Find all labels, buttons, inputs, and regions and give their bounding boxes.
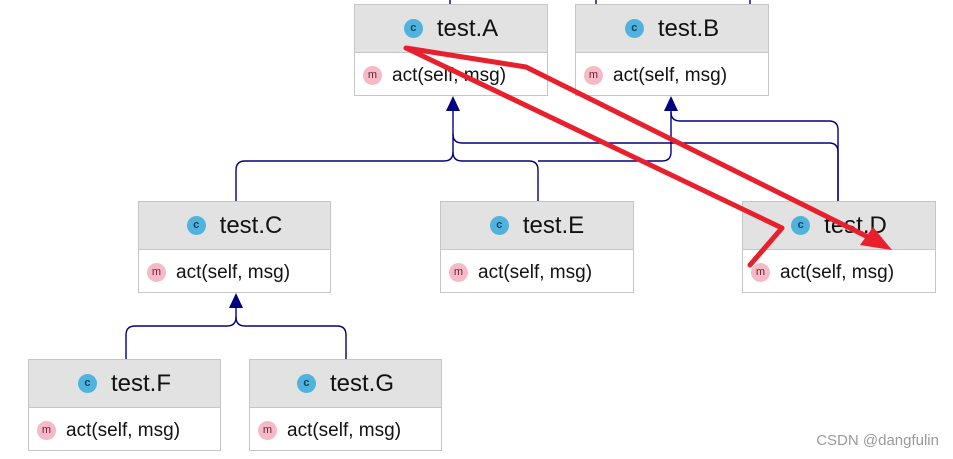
class-icon: c (77, 374, 97, 393)
edge-g-to-c (235, 316, 347, 359)
class-name: test.A (436, 14, 499, 42)
method-row[interactable]: m act(self, msg) (576, 53, 768, 98)
method-row[interactable]: m act(self, msg) (355, 53, 547, 98)
class-name: test.G (329, 369, 395, 397)
method-icon: m (258, 421, 277, 440)
class-name: test.F (110, 369, 171, 397)
method-signature: act(self, msg) (66, 419, 181, 441)
class-header: c test.G (250, 360, 441, 408)
class-icon: c (186, 216, 206, 235)
class-icon: c (791, 216, 811, 235)
class-header: c test.E (441, 202, 633, 250)
method-icon: m (449, 263, 468, 282)
method-signature: act(self, msg) (176, 261, 291, 283)
edge-c-to-a (235, 110, 454, 201)
class-box-test-G[interactable]: c test.G m act(self, msg) (249, 359, 442, 451)
class-box-test-B[interactable]: c test.B m act(self, msg) (575, 4, 769, 96)
class-box-test-A[interactable]: c test.A m act(self, msg) (354, 4, 548, 96)
class-box-test-C[interactable]: c test.C m act(self, msg) (138, 201, 331, 293)
class-icon: c (624, 19, 644, 38)
method-icon: m (147, 263, 166, 282)
class-header: c test.C (139, 202, 330, 250)
edge-e-to-a (452, 151, 539, 201)
method-row[interactable]: m act(self, msg) (441, 250, 633, 295)
class-box-test-F[interactable]: c test.F m act(self, msg) (28, 359, 221, 451)
class-header: c test.A (355, 5, 547, 53)
class-box-test-E[interactable]: c test.E m act(self, msg) (440, 201, 634, 293)
edge-arrowhead-a (446, 96, 460, 111)
method-row[interactable]: m act(self, msg) (743, 250, 935, 295)
edge-arrowhead-c (229, 293, 243, 308)
method-signature: act(self, msg) (392, 64, 507, 86)
watermark: CSDN @dangfulin (816, 432, 939, 449)
class-box-test-D[interactable]: c test.D m act(self, msg) (742, 201, 936, 293)
method-icon: m (37, 421, 56, 440)
class-name: test.D (824, 211, 887, 239)
method-icon: m (584, 66, 603, 85)
method-icon: m (363, 66, 382, 85)
method-row[interactable]: m act(self, msg) (29, 408, 220, 453)
class-name: test.E (522, 211, 585, 239)
method-signature: act(self, msg) (780, 261, 895, 283)
method-row[interactable]: m act(self, msg) (139, 250, 330, 295)
class-icon: c (403, 19, 423, 38)
method-signature: act(self, msg) (287, 419, 402, 441)
class-header: c test.D (743, 202, 935, 250)
method-icon: m (751, 263, 770, 282)
method-signature: act(self, msg) (613, 64, 728, 86)
class-header: c test.B (576, 5, 768, 53)
class-icon: c (296, 374, 316, 393)
class-name: test.B (657, 14, 720, 42)
edge-f-to-c (125, 307, 237, 359)
edge-arrowhead-b (664, 96, 678, 111)
method-signature: act(self, msg) (478, 261, 593, 283)
class-icon: c (489, 216, 509, 235)
edge-d-to-a (452, 133, 839, 201)
class-header: c test.F (29, 360, 220, 408)
edge-d-to-b-upper (670, 110, 839, 201)
method-row[interactable]: m act(self, msg) (250, 408, 441, 453)
class-name: test.C (219, 211, 283, 239)
edge-b-lower-loop (538, 112, 672, 162)
